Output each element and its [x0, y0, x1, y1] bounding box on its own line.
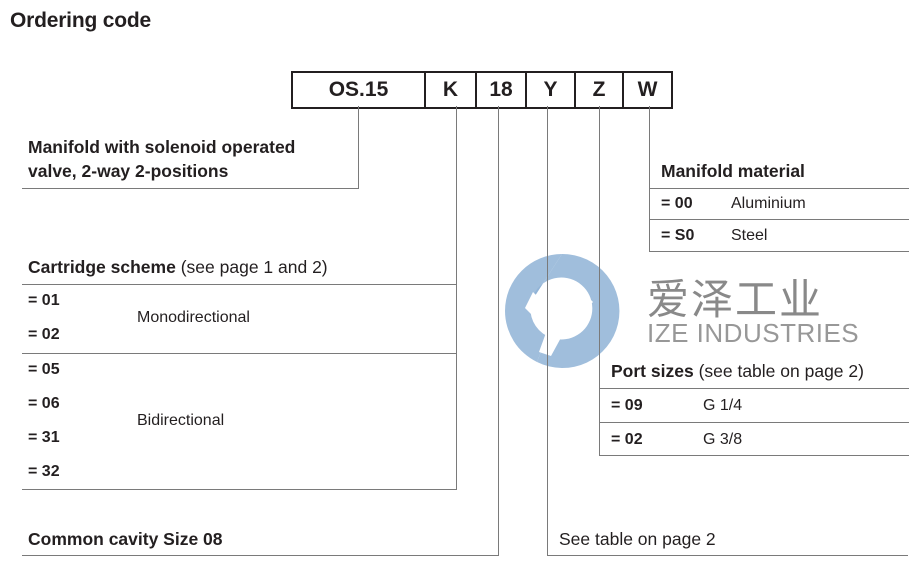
code-box-y: Y: [527, 73, 576, 107]
cartridge-top-rule: [22, 284, 457, 285]
cartridge-bottom-rule: [22, 489, 457, 490]
material-bottom-rule: [649, 251, 909, 252]
cavity-underline: [22, 555, 499, 556]
code-box-z: Z: [576, 73, 624, 107]
cartridge-heading-bold: Cartridge scheme: [28, 257, 176, 277]
see-table-underline: [547, 555, 908, 556]
leader-line-y: [547, 106, 548, 555]
cartridge-code-01: = 01: [28, 292, 60, 309]
leader-line-z: [599, 106, 600, 455]
cartridge-desc-bi: Bidirectional: [137, 412, 225, 429]
cartridge-heading: Cartridge scheme (see page 1 and 2): [28, 255, 328, 279]
port-code-09: = 09: [611, 397, 643, 414]
port-heading: Port sizes (see table on page 2): [611, 359, 864, 383]
material-code-s0: = S0: [661, 227, 695, 244]
watermark-chinese: 爱泽工业: [647, 276, 824, 323]
leader-line-18: [498, 106, 499, 555]
material-heading: Manifold material: [661, 161, 805, 181]
manifold-desc-underline: [22, 188, 359, 189]
port-code-02: = 02: [611, 431, 643, 448]
cartridge-code-31: = 31: [28, 429, 60, 446]
leader-line-w: [649, 106, 650, 251]
cartridge-heading-note: (see page 1 and 2): [180, 257, 328, 277]
material-mid-rule: [649, 219, 909, 220]
code-box-k: K: [426, 73, 477, 107]
cartridge-code-32: = 32: [28, 463, 60, 480]
port-desc-g38: G 3/8: [703, 431, 743, 448]
cartridge-code-02: = 02: [28, 326, 60, 343]
ordering-code-bar: OS.15 K 18 Y Z W: [291, 71, 673, 109]
manifold-desc-line2: valve, 2-way 2-positions: [28, 161, 229, 181]
watermark-english: IZE INDUSTRIES: [647, 318, 860, 348]
cartridge-desc-mono: Monodirectional: [137, 309, 250, 326]
port-bottom-rule: [599, 455, 909, 456]
cavity-label: Common cavity Size 08: [28, 529, 223, 549]
page-title: Ordering code: [10, 9, 151, 32]
code-box-18: 18: [477, 73, 527, 107]
cartridge-code-06: = 06: [28, 395, 60, 412]
material-desc-aluminium: Aluminium: [731, 195, 806, 212]
material-top-rule: [649, 188, 909, 189]
port-top-rule: [599, 388, 909, 389]
port-heading-note: (see table on page 2): [698, 361, 864, 381]
leader-line-k: [456, 106, 457, 489]
leader-line-os15: [358, 106, 359, 188]
port-desc-g14: G 1/4: [703, 397, 743, 414]
port-mid-rule: [599, 422, 909, 423]
material-desc-steel: Steel: [731, 227, 768, 244]
manifold-desc: Manifold with solenoid operated valve, 2…: [28, 135, 295, 183]
port-heading-bold: Port sizes: [611, 361, 694, 381]
code-box-w: W: [637, 78, 658, 101]
manifold-desc-line1: Manifold with solenoid operated: [28, 137, 296, 157]
cartridge-code-05: = 05: [28, 361, 60, 378]
see-table-label: See table on page 2: [559, 529, 716, 549]
material-code-00: = 00: [661, 195, 693, 212]
ize-logo-icon: [505, 253, 620, 368]
cartridge-mid-rule: [22, 353, 457, 354]
code-box-os15: OS.15: [293, 73, 426, 107]
